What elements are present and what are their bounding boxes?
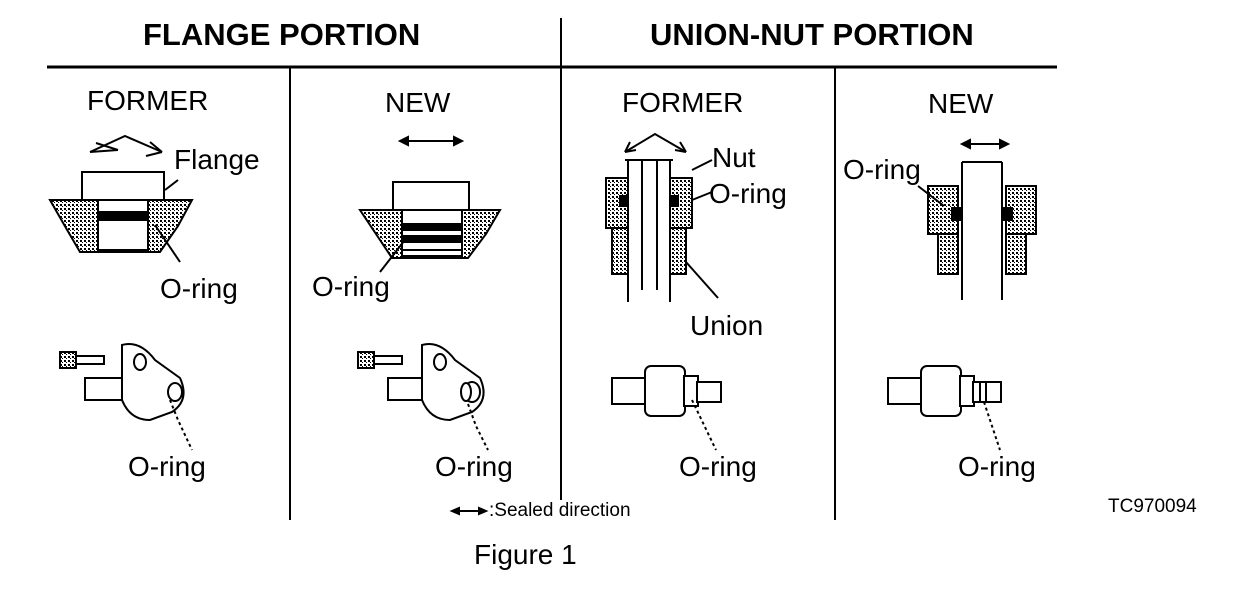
figure-caption: Figure 1	[474, 539, 577, 570]
union-former-section	[605, 132, 719, 302]
label-oring-bottom-1: O-ring	[128, 451, 206, 482]
flange-former-part	[59, 343, 193, 451]
label-nut: Nut	[712, 142, 756, 173]
column-flange-new: NEW	[385, 87, 451, 118]
header-flange-portion: FLANGE PORTION	[143, 17, 421, 52]
legend-text: :Sealed direction	[489, 500, 631, 521]
label-oring-union-new: O-ring	[843, 154, 921, 185]
label-union: Union	[690, 310, 764, 341]
flange-new-part	[357, 343, 489, 451]
label-oring-flange-new: O-ring	[312, 271, 390, 302]
label-oring-bottom-3: O-ring	[679, 451, 757, 482]
union-new-part	[887, 365, 1002, 451]
flange-new-section	[358, 135, 502, 273]
column-union-former: FORMER	[622, 87, 744, 118]
legend-arrow-icon	[449, 506, 489, 516]
flange-former-section	[48, 134, 194, 263]
label-oring-bottom-4: O-ring	[958, 451, 1036, 482]
union-former-part	[611, 365, 722, 451]
label-oring-union-former: O-ring	[709, 178, 787, 209]
label-oring-bottom-2: O-ring	[435, 451, 513, 482]
label-flange: Flange	[174, 144, 260, 175]
figure-code: TC970094	[1108, 496, 1197, 517]
union-new-section	[917, 138, 1037, 300]
column-union-new: NEW	[928, 88, 994, 119]
label-oring-flange-former: O-ring	[160, 273, 238, 304]
header-union-nut-portion: UNION-NUT PORTION	[650, 17, 974, 52]
column-flange-former: FORMER	[87, 85, 209, 116]
table-grid	[47, 18, 1057, 520]
